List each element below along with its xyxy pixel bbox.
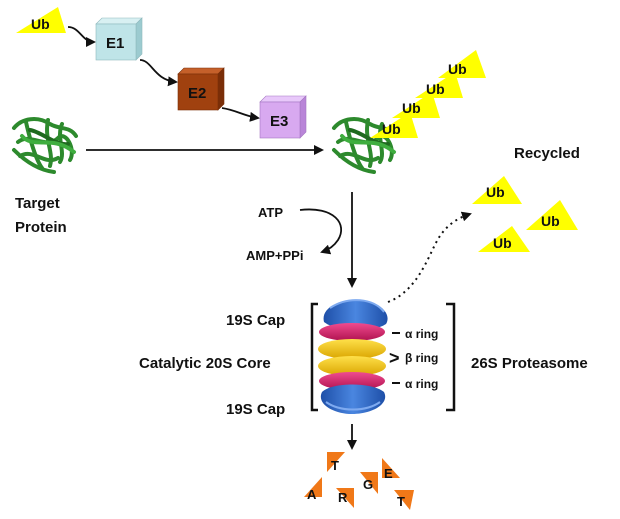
e3-cube: E3 — [259, 95, 307, 139]
target-protein-label-line2: Protein — [15, 219, 67, 236]
peptide-letter: A — [307, 487, 317, 502]
cap-top-label: 19S Cap — [226, 312, 285, 329]
peptide-letter: T — [397, 494, 405, 509]
ub-label: Ub — [541, 213, 560, 229]
arrow-ub-to-e1 — [67, 26, 96, 47]
peptide-E: E — [382, 458, 400, 481]
bracket-right — [446, 302, 456, 412]
beta-ring-label: β ring — [405, 351, 438, 365]
ub-recycled-2: Ub — [526, 200, 578, 230]
peptide-letter: E — [384, 466, 393, 481]
recycled-label: Recycled — [514, 145, 580, 162]
e2-cube: E2 — [177, 67, 225, 111]
alpha-ring-bottom-label: α ring — [405, 377, 438, 391]
peptide-A: A — [304, 477, 322, 502]
peptide-fragments: T A R G E T — [304, 452, 414, 510]
peptide-letter: G — [363, 477, 373, 492]
e2-label: E2 — [188, 85, 206, 102]
ub-label: Ub — [486, 184, 505, 200]
bracket-left — [310, 302, 318, 412]
ub-label: Ub — [382, 121, 401, 137]
alpha-ring-top-label: α ring — [405, 327, 438, 341]
cap-top — [323, 299, 388, 331]
proteasome-label: 26S Proteasome — [471, 355, 588, 372]
arrow-e2-to-e3 — [221, 107, 260, 122]
arrow-recycle-dotted — [387, 211, 472, 303]
target-protein-blob — [12, 117, 78, 174]
cap-bottom-label: 19S Cap — [226, 401, 285, 418]
peptide-R: R — [336, 488, 354, 508]
ubiquitinated-protein-blob — [332, 117, 398, 174]
beta-ring-lower — [318, 356, 386, 376]
alpha-ring-top — [319, 323, 385, 341]
e1-cube: E1 — [95, 17, 143, 61]
atp-hydrolysis-arrow — [299, 208, 343, 255]
beta-ring-upper — [318, 339, 386, 359]
ub-label: Ub — [31, 16, 50, 32]
ub-label: Ub — [402, 100, 421, 116]
peptide-T2: T — [394, 490, 414, 510]
ub-chain: Ub Ub Ub Ub — [370, 50, 486, 138]
atp-label: ATP — [258, 205, 283, 220]
ub-label: Ub — [426, 81, 445, 97]
e1-label: E1 — [106, 35, 124, 52]
ub-chain-4: Ub — [438, 50, 486, 78]
proteasome — [318, 299, 388, 414]
core-label: Catalytic 20S Core — [139, 355, 271, 372]
e3-label: E3 — [270, 113, 288, 130]
target-protein-label-line1: Target — [15, 195, 60, 212]
ub-label: Ub — [493, 235, 512, 251]
beta-gt-sign: > — [389, 348, 400, 368]
amp-label: AMP+PPi — [246, 248, 303, 263]
ub-label: Ub — [448, 61, 467, 77]
ub-recycled-1: Ub — [472, 176, 522, 204]
peptide-letter: R — [338, 490, 348, 505]
ub-free-top: Ub — [16, 7, 66, 33]
ub-chain-1: Ub — [370, 112, 418, 138]
ub-chain-2: Ub — [392, 92, 440, 118]
peptide-T1: T — [327, 452, 345, 473]
peptide-letter: T — [331, 458, 339, 473]
ub-chain-3: Ub — [415, 72, 463, 98]
peptide-G: G — [360, 472, 378, 494]
arrow-e1-to-e2 — [139, 59, 178, 87]
ub-recycled-3: Ub — [478, 226, 530, 252]
alpha-ring-bottom — [319, 372, 385, 390]
